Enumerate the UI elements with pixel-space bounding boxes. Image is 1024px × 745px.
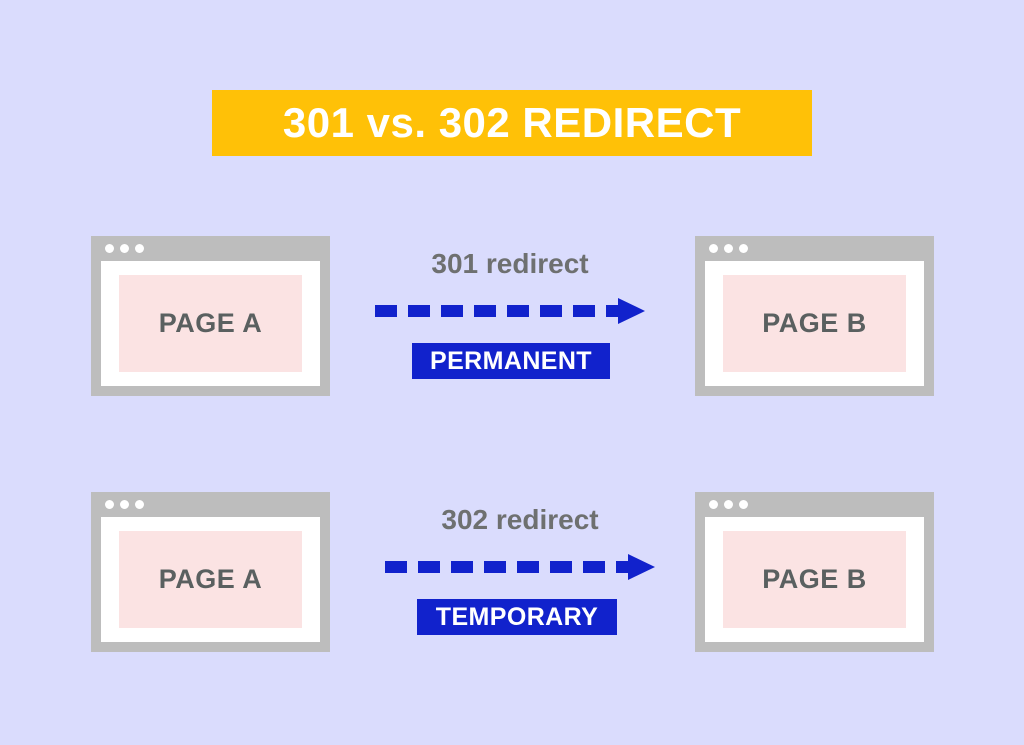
page-content-box: PAGE A	[119, 531, 302, 628]
browser-window-target-301: PAGE B	[695, 236, 934, 396]
page-title: 301 vs. 302 REDIRECT	[282, 99, 742, 146]
page-label: PAGE B	[762, 564, 867, 594]
window-dot-icon	[135, 244, 144, 253]
window-dot-icon	[105, 500, 114, 509]
redirect-type-badge-temporary: TEMPORARY	[417, 599, 617, 635]
window-dot-icon	[724, 500, 733, 509]
browser-window-target-302: PAGE B	[695, 492, 934, 652]
browser-window-source-301: PAGE A	[91, 236, 330, 396]
window-dot-icon	[709, 244, 718, 253]
redirect-type-badge-permanent: PERMANENT	[412, 343, 610, 379]
browser-titlebar	[695, 236, 934, 261]
browser-viewport: PAGE A	[101, 261, 320, 386]
browser-viewport: PAGE B	[705, 517, 924, 642]
browser-titlebar	[91, 492, 330, 517]
dashed-arrow-right-icon	[385, 552, 655, 582]
window-dot-icon	[120, 500, 129, 509]
browser-viewport: PAGE A	[101, 517, 320, 642]
dashed-arrow-right-icon	[375, 296, 645, 326]
page-content-box: PAGE B	[723, 275, 906, 372]
browser-titlebar	[91, 236, 330, 261]
browser-window-source-302: PAGE A	[91, 492, 330, 652]
page-content-box: PAGE B	[723, 531, 906, 628]
window-dot-icon	[105, 244, 114, 253]
window-dot-icon	[120, 244, 129, 253]
window-dot-icon	[739, 244, 748, 253]
badge-label: PERMANENT	[430, 346, 592, 375]
badge-label: TEMPORARY	[435, 602, 599, 631]
page-label: PAGE A	[158, 308, 263, 338]
redirect-flow-label: 302 redirect	[441, 504, 599, 535]
browser-viewport: PAGE B	[705, 261, 924, 386]
window-dot-icon	[709, 500, 718, 509]
window-dot-icon	[739, 500, 748, 509]
page-content-box: PAGE A	[119, 275, 302, 372]
window-dot-icon	[135, 500, 144, 509]
window-dot-icon	[724, 244, 733, 253]
page-label: PAGE A	[158, 564, 263, 594]
browser-titlebar	[695, 492, 934, 517]
title-banner: 301 vs. 302 REDIRECT	[212, 90, 812, 156]
redirect-flow-label: 301 redirect	[431, 248, 589, 279]
page-label: PAGE B	[762, 308, 867, 338]
